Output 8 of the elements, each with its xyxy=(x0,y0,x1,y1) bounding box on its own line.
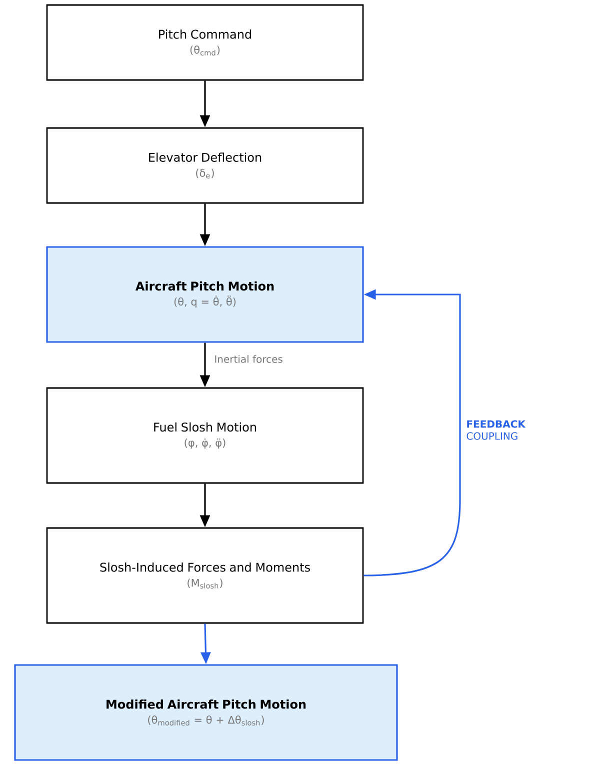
process-box: Fuel Slosh Motion (φ, φ̇, φ̈) xyxy=(46,387,364,484)
process-box: Pitch Command (θ$_{cmd}$) xyxy=(46,4,364,81)
process-box: Slosh-Induced Forces and Moments (M$_{slosh}$) xyxy=(46,527,364,624)
edge-label: Inertial forces xyxy=(215,355,282,363)
highlighted-process-box: Aircraft Pitch Motion (θ, q = θ̇, θ̈) xyxy=(46,246,364,343)
highlighted-process-box: Modified Aircraft Pitch Motion (θ$_{modified}$ = θ + Δθ$_{slosh}$) xyxy=(14,664,398,761)
process-box: Elevator Deflection (δ$_{e}$) xyxy=(46,127,364,204)
edge-label: FEEDBACK COUPLING xyxy=(466,420,526,440)
